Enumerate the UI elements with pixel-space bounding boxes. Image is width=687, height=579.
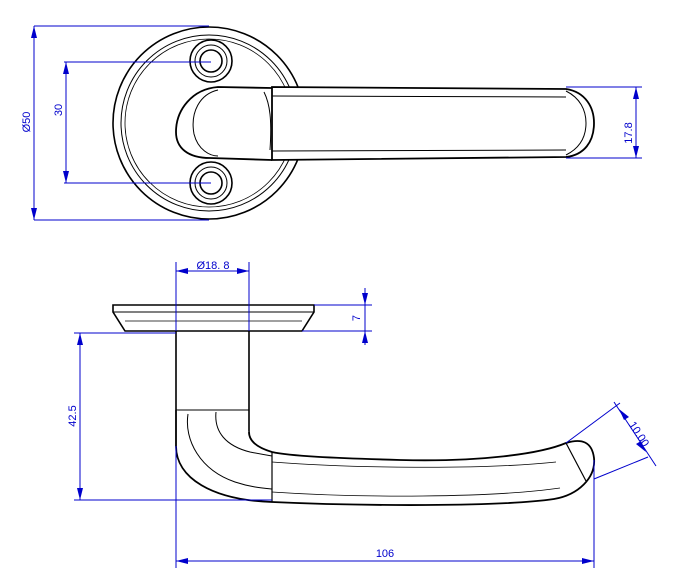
- top-view-dimensions: [31, 25, 642, 221]
- dim-tip-width: 10.00: [626, 420, 651, 450]
- dim-lever-height: 42.5: [67, 405, 79, 426]
- neck-side: [175, 331, 250, 432]
- lever-side-outline: [175, 410, 595, 506]
- dim-neck-diameter: Ø18. 8: [196, 260, 229, 272]
- side-view: [112, 304, 595, 506]
- dim-lever-length: 106: [376, 548, 394, 560]
- lever-neck: [175, 86, 273, 161]
- dim-rose-thickness: 7: [351, 315, 363, 321]
- dim-lever-width: 17.8: [623, 122, 635, 143]
- rose-plate-side: [112, 304, 315, 332]
- dim-rose-diameter: Ø50: [21, 112, 33, 133]
- side-view-dimensions: [74, 262, 657, 568]
- lever-body-top: [271, 86, 595, 161]
- top-view: [112, 26, 595, 220]
- dim-screw-spacing: 30: [53, 104, 65, 116]
- screw-hole-top: [189, 39, 233, 83]
